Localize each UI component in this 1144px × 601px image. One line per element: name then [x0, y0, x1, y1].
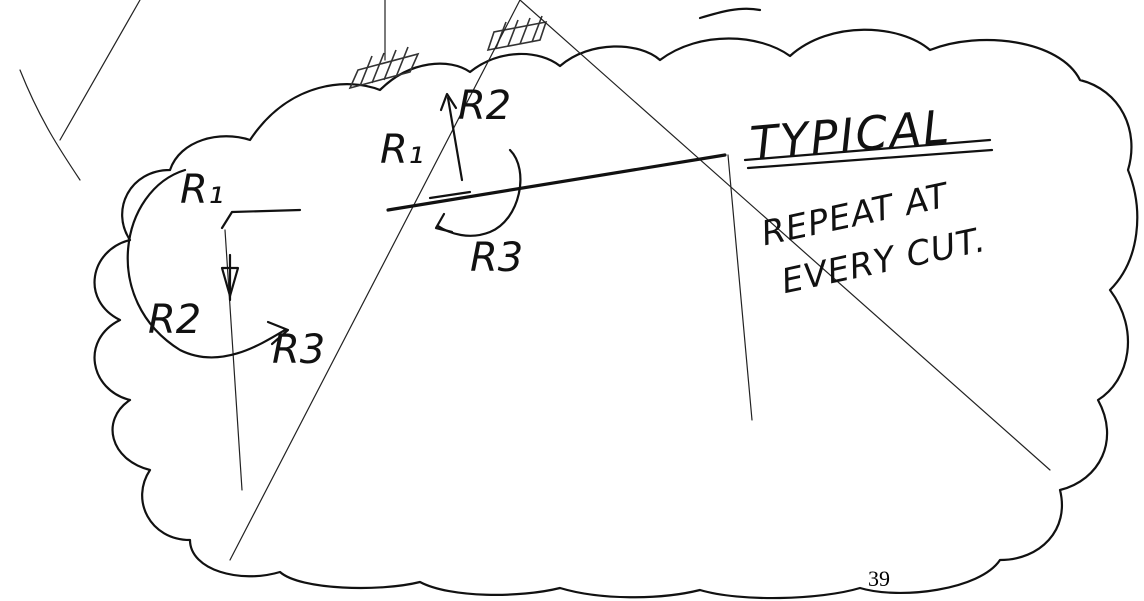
diagonal-line-right: [519, 0, 1051, 471]
right-up-arrow: [446, 96, 464, 182]
label-r3-right: R3: [470, 235, 524, 281]
label-r3-left: R3: [272, 327, 326, 373]
top-squiggle: [698, 7, 762, 20]
label-r1-left: R₁: [180, 167, 224, 213]
page-number: 39: [868, 566, 890, 591]
right-up-arrowhead: [439, 92, 458, 112]
moment-arc-left-arrowhead: [266, 320, 290, 346]
label-r1-right: R₁: [380, 127, 424, 173]
moment-arc-right-arrowhead: [434, 212, 454, 234]
outer-diagonal-left: [59, 0, 141, 141]
right-frame-beam: [386, 153, 727, 212]
left-frame-vertical: [224, 229, 243, 491]
diagonal-line-left: [229, 0, 521, 561]
moment-arc-right: [436, 148, 522, 237]
revision-cloud: [93, 28, 1139, 600]
title-underline-1: [743, 138, 992, 162]
left-down-arrowhead: [220, 266, 240, 298]
moment-arc-left: [126, 168, 287, 359]
label-r2-left: R2: [148, 297, 202, 343]
left-frame-top: [220, 208, 302, 230]
right-beam-arrow: [428, 190, 472, 200]
support-hatch-left: [348, 46, 420, 90]
title-underline-2: [746, 148, 994, 170]
right-frame-vertical: [727, 154, 753, 421]
label-r2-right: R2: [458, 83, 512, 129]
outer-diagonal-arc: [19, 69, 81, 181]
